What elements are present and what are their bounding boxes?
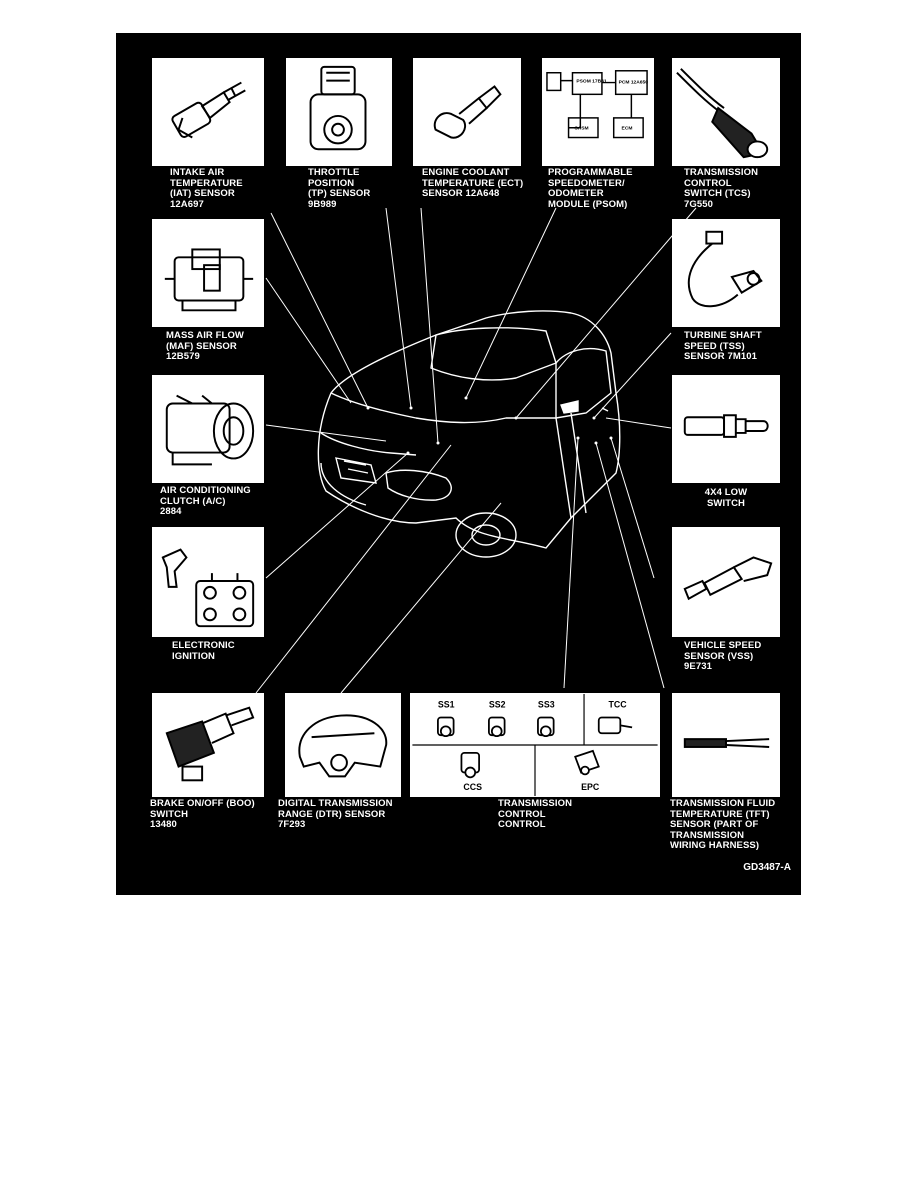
4x4-low-switch-image	[672, 375, 780, 483]
maf-sensor-image	[152, 219, 264, 327]
leader-tp	[385, 207, 412, 409]
tcc-solenoid-image	[597, 716, 633, 735]
dtr-sensor-image	[285, 693, 401, 797]
psom-block-a: PSOM 17B81	[576, 79, 606, 85]
component-location-diagram: PSOM 17B81 PCM 12A650 SASM ECM INTAKE AI…	[116, 33, 801, 895]
tft-sensor-image	[672, 693, 780, 797]
psom-block-b: PCM 12A650	[619, 80, 649, 86]
ss1-solenoid-image	[437, 716, 455, 738]
leader-dtr	[340, 502, 502, 694]
figure-reference: GD3487-A	[743, 862, 791, 873]
leader-iat	[270, 212, 369, 409]
ss2-label: SS2	[489, 700, 506, 710]
vehicle-outline	[317, 310, 621, 558]
leader-psom	[465, 207, 557, 399]
maf-label: MASS AIR FLOW(MAF) SENSOR 12B579	[166, 330, 244, 362]
leader-tss	[593, 332, 672, 419]
tcc-label: TCC	[609, 700, 628, 710]
leader-tft	[595, 442, 665, 689]
ac-clutch-image	[152, 375, 264, 483]
tcs-switch-image	[672, 58, 780, 166]
leader-tcs	[515, 207, 697, 419]
ss2-solenoid-image	[488, 716, 506, 738]
leader-ac	[265, 424, 387, 442]
tss-sensor-image	[672, 219, 780, 327]
tp-sensor-image	[286, 58, 392, 166]
vss-sensor-image	[672, 527, 780, 637]
leader-tc	[563, 437, 579, 689]
psom-block-diagram: PSOM 17B81 PCM 12A650 SASM ECM	[542, 58, 654, 166]
ss3-label: SS3	[538, 700, 555, 710]
epc-label: EPC	[581, 782, 600, 792]
electronic-ignition-image	[152, 527, 264, 637]
boo-label: BRAKE ON/OFF (BOO)SWITCH 13480	[150, 798, 255, 830]
ect-sensor-image	[413, 58, 521, 166]
psom-block-c: SASM	[574, 126, 588, 132]
psom-block-d: ECM	[622, 126, 633, 132]
leader-ign	[265, 452, 409, 579]
ccs-solenoid-image	[460, 751, 480, 779]
boo-switch-image	[152, 693, 264, 797]
leader-vss	[610, 437, 655, 579]
leader-maf	[265, 277, 352, 404]
ccs-label: CCS	[463, 782, 482, 792]
iat-sensor-image	[152, 58, 264, 166]
transmission-control-solenoids: SS1 SS2 SS3 TCC CCS EPC	[410, 693, 660, 797]
vehicle-and-leaders	[255, 207, 697, 694]
leader-ect	[420, 207, 439, 444]
leader-4x4	[605, 417, 672, 429]
leader-boo	[255, 444, 452, 694]
ss1-label: SS1	[438, 700, 455, 710]
epc-solenoid-image	[574, 749, 600, 776]
ss3-solenoid-image	[537, 716, 555, 738]
